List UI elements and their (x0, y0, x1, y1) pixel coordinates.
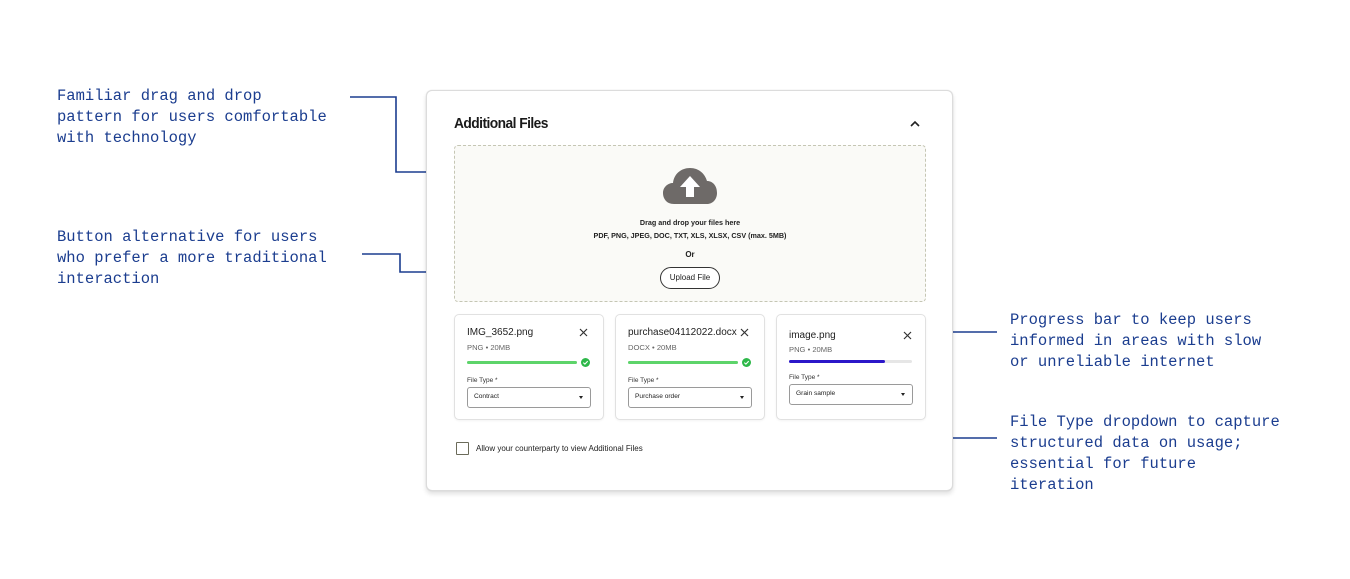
progress-bar (628, 361, 738, 364)
annotation-file-type: File Type dropdown to capture structured… (1010, 413, 1280, 494)
file-type-value: Contract (474, 393, 499, 400)
file-card: purchase04112022.docx DOCX • 20MB File T… (615, 314, 765, 420)
caret-down-icon (579, 396, 583, 399)
annotation-button-alternative: Button alternative for users who prefer … (57, 228, 327, 288)
progress-fill (789, 360, 885, 363)
file-type-dropdown[interactable]: Purchase order (628, 387, 752, 408)
annotation-progress-bar: Progress bar to keep users informed in a… (1010, 311, 1262, 371)
dropzone-or: Or (685, 250, 695, 259)
drop-zone[interactable]: Drag and drop your files here PDF, PNG, … (454, 145, 926, 302)
file-card: image.png PNG • 20MB File Type * Grain s… (776, 314, 926, 420)
panel-title: Additional Files (454, 115, 548, 132)
file-type-dropdown[interactable]: Contract (467, 387, 591, 408)
file-type-label: File Type * (467, 377, 498, 384)
check-circle-icon (742, 358, 751, 367)
progress-bar (789, 360, 912, 363)
file-type-label: File Type * (628, 377, 659, 384)
file-type-dropdown[interactable]: Grain sample (789, 384, 913, 405)
share-checkbox[interactable] (456, 442, 469, 455)
file-type-value: Purchase order (635, 393, 681, 400)
file-meta: PNG • 20MB (789, 345, 833, 354)
file-type-value: Grain sample (796, 390, 836, 397)
file-name: image.png (789, 330, 836, 341)
close-icon[interactable] (740, 328, 749, 337)
dropzone-formats: PDF, PNG, JPEG, DOC, TXT, XLS, XLSX, CSV… (593, 231, 787, 240)
additional-files-panel: Additional Files Drag and drop your file… (426, 90, 953, 491)
file-meta: DOCX • 20MB (628, 343, 677, 352)
caret-down-icon (740, 396, 744, 399)
close-icon[interactable] (903, 331, 912, 340)
progress-fill (467, 361, 577, 364)
share-checkbox-label: Allow your counterparty to view Addition… (476, 444, 643, 453)
annotation-drag-drop: Familiar drag and drop pattern for users… (57, 87, 327, 147)
collapse-button[interactable] (908, 117, 922, 129)
file-type-label: File Type * (789, 374, 820, 381)
upload-file-button[interactable]: Upload File (660, 267, 720, 289)
dropzone-heading: Drag and drop your files here (639, 218, 741, 227)
file-card: IMG_3652.png PNG • 20MB File Type * Cont… (454, 314, 604, 420)
progress-bar (467, 361, 577, 364)
file-name: IMG_3652.png (467, 327, 534, 338)
progress-fill (628, 361, 738, 364)
check-circle-icon (581, 358, 590, 367)
file-name: purchase04112022.docx (628, 327, 737, 338)
chevron-up-icon (910, 120, 920, 127)
close-icon[interactable] (579, 328, 588, 337)
file-meta: PNG • 20MB (467, 343, 511, 352)
cloud-upload-icon (663, 168, 717, 204)
caret-down-icon (901, 393, 905, 396)
